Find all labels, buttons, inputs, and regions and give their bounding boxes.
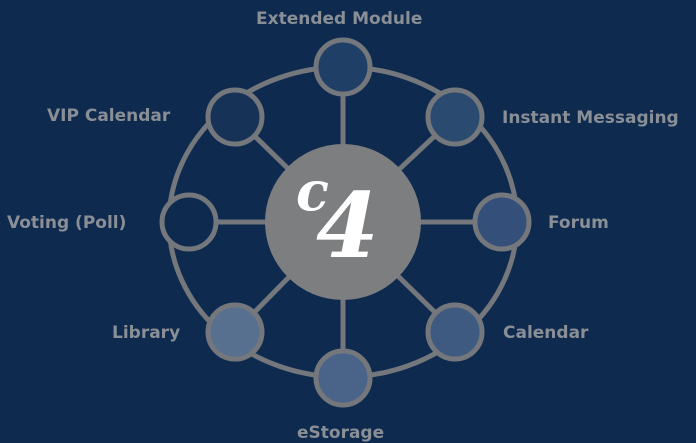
node-calendar bbox=[425, 302, 485, 362]
hub-circle bbox=[265, 144, 421, 300]
node-vip-calendar bbox=[205, 87, 265, 147]
node-voting-poll bbox=[159, 192, 219, 252]
node-estorage bbox=[313, 348, 373, 408]
hub-number: 4 bbox=[316, 173, 379, 279]
node-library bbox=[205, 302, 265, 362]
label-library: Library bbox=[112, 323, 181, 343]
label-calendar: Calendar bbox=[503, 323, 589, 343]
label-vip-calendar: VIP Calendar bbox=[47, 106, 171, 126]
label-forum: Forum bbox=[548, 213, 609, 233]
label-extended-module: Extended Module bbox=[256, 9, 423, 29]
node-extended-module bbox=[313, 37, 373, 97]
label-estorage: eStorage bbox=[297, 423, 385, 443]
label-voting-poll: Voting (Poll) bbox=[7, 213, 127, 233]
hub-letter: c bbox=[296, 159, 329, 223]
node-forum bbox=[472, 192, 532, 252]
node-instant-messaging bbox=[425, 87, 485, 147]
label-instant-messaging: Instant Messaging bbox=[502, 108, 679, 128]
